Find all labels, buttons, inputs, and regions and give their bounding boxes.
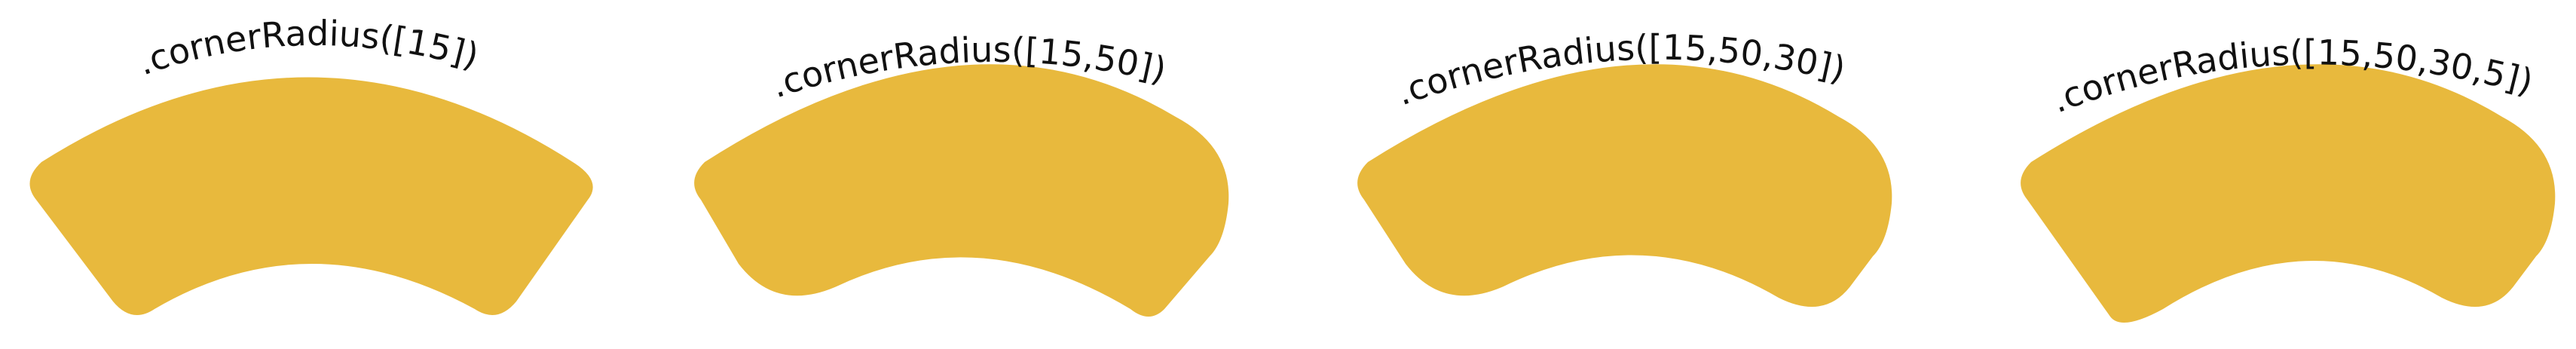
sector-shape-3 xyxy=(1357,64,1892,307)
svg-text:.cornerRadius([15]): .cornerRadius([15]) xyxy=(133,13,483,83)
example-1: .cornerRadius([15]) xyxy=(29,13,593,315)
label-radius-15: .cornerRadius([15]) xyxy=(133,13,483,83)
sector-shape-1 xyxy=(29,77,593,315)
sector-shape-2 xyxy=(694,64,1229,317)
example-2: .cornerRadius([15,50]) xyxy=(694,29,1229,317)
example-4: .cornerRadius([15,50,30,5]) xyxy=(2021,32,2556,323)
example-3: .cornerRadius([15,50,30]) xyxy=(1357,27,1892,307)
sector-shape-4 xyxy=(2021,64,2556,323)
